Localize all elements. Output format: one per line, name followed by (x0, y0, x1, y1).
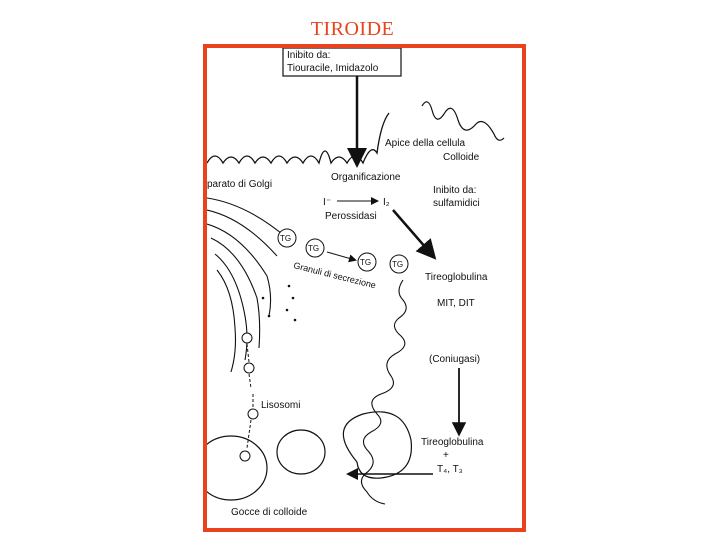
label-cell-apex: Apice della cellula (385, 138, 465, 149)
tg-granules (277, 228, 409, 274)
label-iodide: I⁻ (323, 197, 331, 208)
label-sulfonamides: sulfamidici (433, 198, 480, 209)
label-t4-t3: T₄, T₃ (437, 464, 463, 475)
apical-membrane (207, 112, 390, 165)
label-organification: Organificazione (331, 172, 401, 183)
lateral-membrane (360, 279, 407, 505)
granule-flow-arrow (326, 251, 357, 263)
label-colloid-top: Colloide (443, 152, 480, 163)
golgi-apparatus (207, 197, 288, 373)
label-plus: + (443, 450, 449, 461)
colloid-drops (207, 411, 413, 501)
inhibitor-top-line1: Inibito da: (287, 50, 330, 61)
tg-label-1: TG (280, 234, 291, 243)
lysosomes (239, 332, 259, 462)
thyroid-cell-diagram: Inibito da: Tiouracile, Imidazolo Apice … (207, 48, 505, 518)
label-lysosomes: Lisosomi (261, 400, 300, 411)
thyroid-diagram-frame: Inibito da: Tiouracile, Imidazolo Apice … (203, 44, 526, 532)
tg-label-3: TG (360, 258, 371, 267)
label-thyroglobulin-mid: Tireoglobulina (425, 272, 488, 283)
label-iodine: I₂ (383, 197, 390, 208)
label-golgi: parato di Golgi (207, 179, 272, 190)
label-inhibited-by: Inibito da: (433, 185, 476, 196)
label-mit-dit: MIT, DIT (437, 298, 475, 309)
lysosome-path (246, 343, 254, 449)
colloid-squiggle (421, 101, 505, 141)
inhibition-arrow-sulfonamides (392, 209, 437, 260)
label-peroxidase: Perossidasi (325, 211, 377, 222)
tg-label-4: TG (392, 260, 403, 269)
tg-label-2: TG (308, 244, 319, 253)
slide-title: TIROIDE (310, 18, 395, 40)
inhibitor-top-line2: Tiouracile, Imidazolo (287, 63, 379, 74)
label-thyroglobulin-bottom: Tireoglobulina (421, 437, 484, 448)
inhibitor-box-top (282, 48, 402, 77)
label-coupling: (Coniugasi) (429, 354, 480, 365)
vesicle-dots (261, 284, 297, 322)
label-colloid-drops: Gocce di colloide (231, 507, 308, 518)
